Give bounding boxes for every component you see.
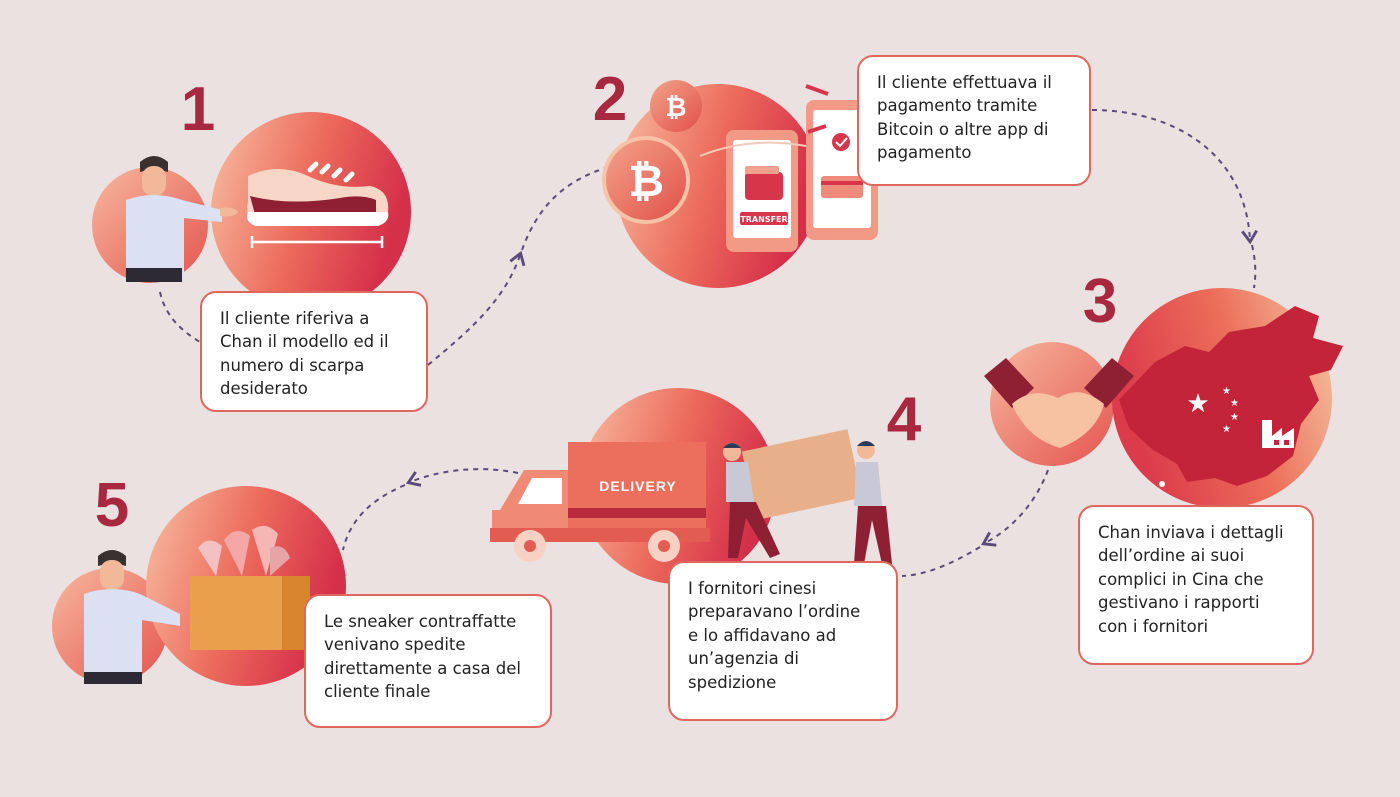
handshake-icon	[984, 358, 1134, 448]
step-number-1: 1	[181, 75, 215, 144]
connector-4-5	[405, 468, 519, 487]
connector-4-5b	[342, 484, 406, 551]
svg-text:★: ★	[1230, 412, 1239, 423]
connector-3-4	[981, 469, 1049, 547]
connector-3-4b	[901, 546, 981, 577]
workers-carrying-box-icon	[723, 429, 892, 564]
svg-text:★: ★	[1222, 386, 1231, 397]
customer-icon	[126, 156, 238, 282]
phone-transfer-label: TRANSFER	[740, 215, 787, 224]
connector-1a	[159, 291, 201, 343]
bitcoin-coin-large	[602, 136, 690, 224]
customer-icon	[84, 550, 180, 684]
connector-1-2	[427, 250, 526, 366]
connectors	[159, 109, 1258, 577]
china-star-icon: ★	[1186, 389, 1209, 419]
step-number-4: 4	[887, 385, 922, 454]
step-number-5: 5	[95, 471, 129, 540]
step-5	[52, 486, 346, 686]
sneaker-icon	[247, 161, 389, 248]
step-3-description: Chan inviava i dettagli dell’ordine ai s…	[1078, 505, 1314, 665]
bitcoin-symbol-large: ₿	[628, 156, 664, 207]
step-5-description: Le sneaker contraffatte venivano spedite…	[304, 594, 552, 728]
step-1	[92, 112, 411, 312]
step-2: ₿ ₿ TRANSFER	[602, 80, 878, 288]
bitcoin-symbol-small: ₿	[665, 93, 686, 123]
transfer-arc	[699, 141, 807, 157]
svg-text:★: ★	[1230, 398, 1239, 409]
factory-icon	[1262, 420, 1294, 448]
connector-2-3b	[1251, 244, 1257, 289]
phone-wallet-icon: TRANSFER	[726, 130, 798, 252]
truck-delivery-label: DELIVERY	[599, 478, 677, 494]
step-number-3: 3	[1083, 267, 1117, 336]
step-1-description: Il cliente riferiva a Chan il modello ed…	[200, 291, 428, 412]
connector-1-2b	[521, 167, 606, 251]
bitcoin-icon	[650, 80, 702, 132]
step-2-description: Il cliente effettuava il pagamento trami…	[857, 55, 1091, 186]
step-number-2: 2	[593, 65, 627, 134]
step-3: ★ ★ ★ ★ ★	[984, 288, 1343, 508]
step-4: DELIVERY	[490, 388, 892, 584]
step-4-description: I fornitori cinesi preparavano l’ordine …	[668, 561, 898, 721]
svg-text:★: ★	[1222, 424, 1231, 435]
connector-2-3	[1091, 109, 1258, 245]
delivery-truck-icon: DELIVERY	[490, 442, 710, 562]
